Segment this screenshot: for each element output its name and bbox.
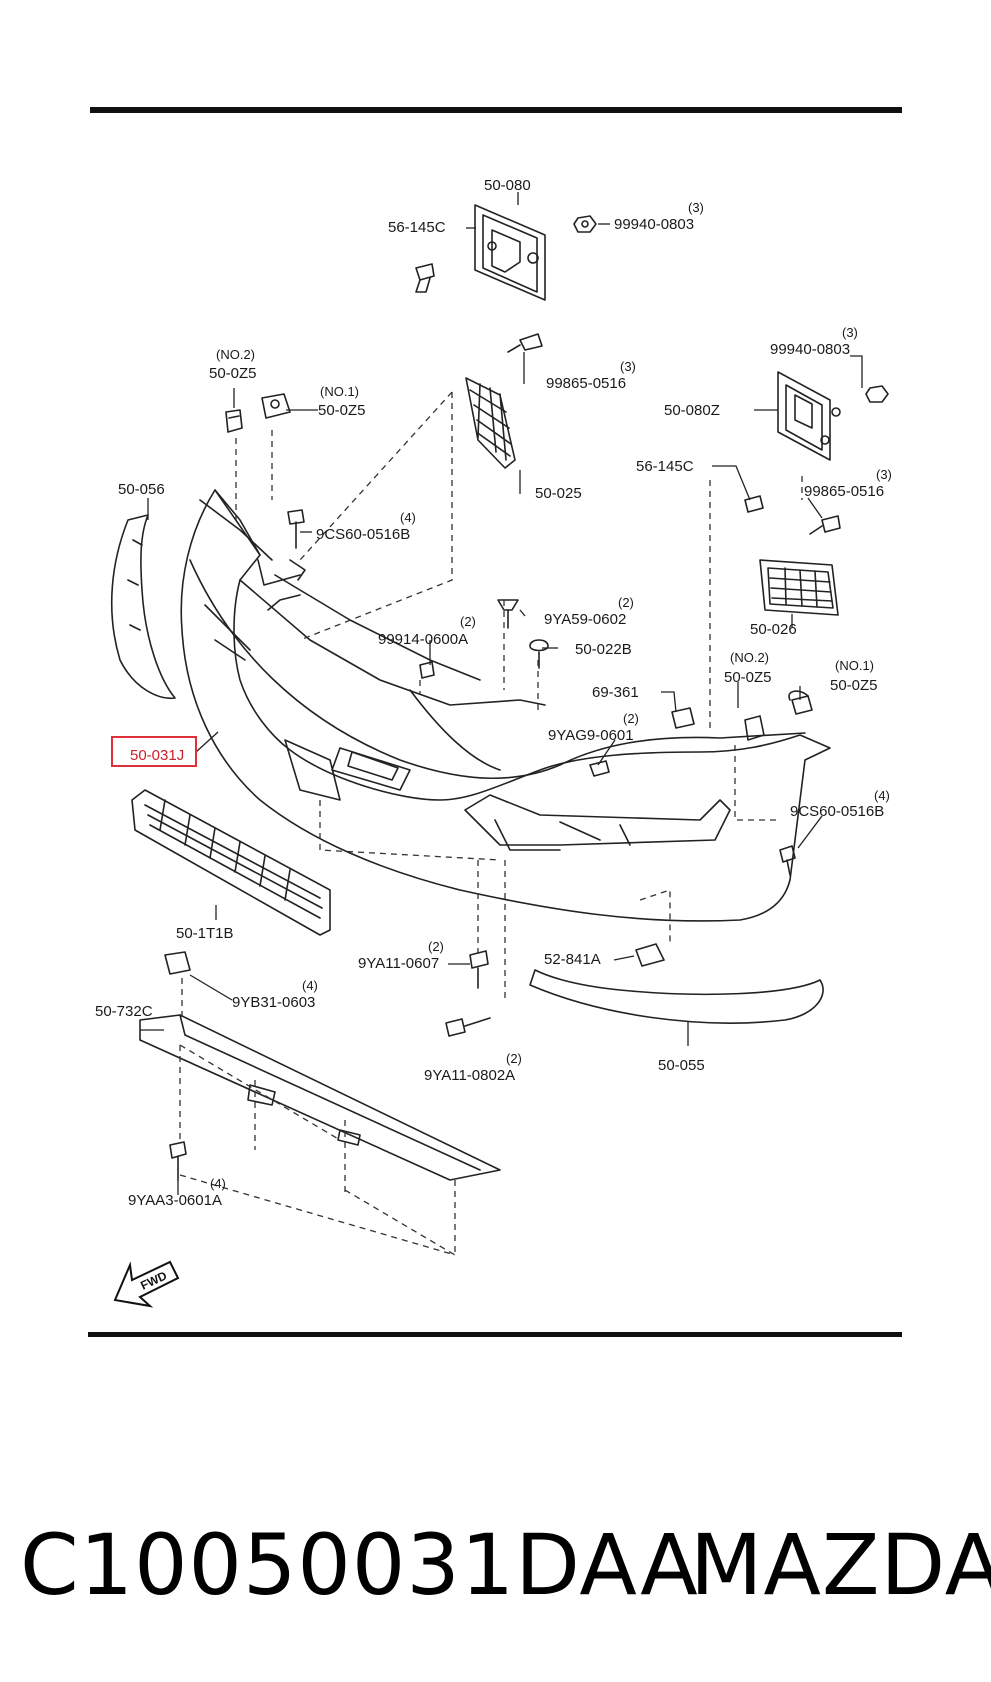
callout-50-080: 50-080	[484, 177, 531, 194]
callout-qty: (4)	[874, 788, 890, 803]
grille-upper-left	[465, 377, 516, 469]
nut-clip-icon	[164, 951, 191, 975]
callout-qty: (3)	[876, 467, 892, 482]
callout-qty: (NO.2)	[216, 347, 255, 362]
callout-50-056: 50-056	[118, 481, 165, 498]
callout-9yb31-0603: 9YB31-0603	[232, 994, 315, 1011]
clip-icon	[261, 393, 291, 419]
screw-icon	[589, 760, 610, 777]
leader-lines	[140, 192, 863, 1195]
nut-icon	[865, 385, 889, 403]
callout-50-031j: 50-031J	[130, 747, 184, 764]
callout-qty: (NO.1)	[835, 658, 874, 673]
bolt-icon	[415, 263, 435, 293]
callout-9ya11-0607: 9YA11-0607	[358, 955, 439, 972]
callout-50-0z5: 50-0Z5	[318, 402, 366, 419]
side-molding-left	[110, 514, 176, 700]
grille-lower-right	[759, 559, 839, 616]
callout-9yag9-0601: 9YAG9-0601	[548, 727, 634, 744]
callout-qty: (2)	[618, 595, 634, 610]
callout-qty: (3)	[688, 200, 704, 215]
nut-clip-icon	[635, 943, 665, 967]
callout-56-145c: 56-145C	[636, 458, 694, 475]
clip-icon	[788, 690, 813, 715]
front-bumper-cover	[180, 489, 831, 922]
screw-icon	[419, 661, 435, 679]
callout-50-025: 50-025	[535, 485, 582, 502]
callout-99865-0516: 99865-0516	[546, 375, 626, 392]
callout-qty: (4)	[210, 1176, 226, 1191]
rivet-icon	[497, 599, 519, 629]
bolt-icon	[744, 495, 764, 513]
screw-icon	[507, 333, 543, 353]
callout-99865-0516: 99865-0516	[804, 483, 884, 500]
rivet-icon	[529, 639, 549, 669]
callout-qty: (3)	[842, 325, 858, 340]
callout-9yaa3-0601a: 9YAA3-0601A	[128, 1192, 222, 1209]
callout-9cs60-0516b: 9CS60-0516B	[316, 526, 410, 543]
callout-9ya59-0602: 9YA59-0602	[544, 611, 626, 628]
callout-50-0z5: 50-0Z5	[830, 677, 878, 694]
bolt-icon	[779, 845, 796, 876]
bottom-rule	[88, 1332, 902, 1337]
callout-qty: (2)	[460, 614, 476, 629]
callout-qty: (4)	[302, 978, 318, 993]
bolt-icon	[809, 515, 841, 535]
callout-50-732c: 50-732C	[95, 1003, 153, 1020]
callout-qty: (NO.2)	[730, 650, 769, 665]
callout-50-022b: 50-022B	[575, 641, 632, 658]
bumper-bracket-upper	[474, 204, 546, 301]
callout-qty: (2)	[428, 939, 444, 954]
fwd-arrow-icon: FWD	[113, 1260, 180, 1308]
part-number: C10050031DAA	[20, 1516, 699, 1614]
clip-icon	[671, 707, 695, 729]
callout-50-0z5: 50-0Z5	[209, 365, 257, 382]
callout-qty: (NO.1)	[320, 384, 359, 399]
callout-9cs60-0516b: 9CS60-0516B	[790, 803, 884, 820]
top-rule	[90, 107, 902, 113]
lower-molding	[529, 969, 824, 1024]
clip-icon	[744, 715, 765, 741]
callout-qty: (4)	[400, 510, 416, 525]
bolt-icon	[469, 950, 489, 989]
screw-icon	[169, 1141, 187, 1181]
callout-9ya11-0802a: 9YA11-0802A	[424, 1067, 515, 1084]
callout-50-1t1b: 50-1T1B	[176, 925, 234, 942]
bumper-bracket-right	[777, 371, 841, 461]
callout-69-361: 69-361	[592, 684, 639, 701]
callout-qty: (2)	[623, 711, 639, 726]
brand-name: MAZDA	[690, 1516, 991, 1614]
callout-50-055: 50-055	[658, 1057, 705, 1074]
under-cover	[139, 1014, 501, 1181]
highlighted-part-box	[111, 736, 197, 767]
callout-50-080z: 50-080Z	[664, 402, 720, 419]
callout-qty: (2)	[506, 1051, 522, 1066]
callout-50-0z5: 50-0Z5	[724, 669, 772, 686]
callout-52-841a: 52-841A	[544, 951, 601, 968]
nut-icon	[573, 215, 597, 233]
callout-qty: (3)	[620, 359, 636, 374]
assembly-lines	[179, 391, 803, 1256]
callout-56-145c: 56-145C	[388, 219, 446, 236]
lower-grille	[131, 789, 331, 936]
callout-labels: 50-080 56-145C (3) 99940-0803 (NO.2) 50-…	[95, 177, 892, 1209]
callout-50-026: 50-026	[750, 621, 797, 638]
footer: C10050031DAA MAZDA	[0, 1510, 991, 1620]
callout-99940-0803: 99940-0803	[770, 341, 850, 358]
callout-99914-0600a: 99914-0600A	[378, 631, 468, 648]
clip-icon	[225, 409, 243, 433]
callout-99940-0803: 99940-0803	[614, 216, 694, 233]
bolt-icon	[445, 1017, 491, 1037]
screw-icon	[287, 509, 305, 549]
